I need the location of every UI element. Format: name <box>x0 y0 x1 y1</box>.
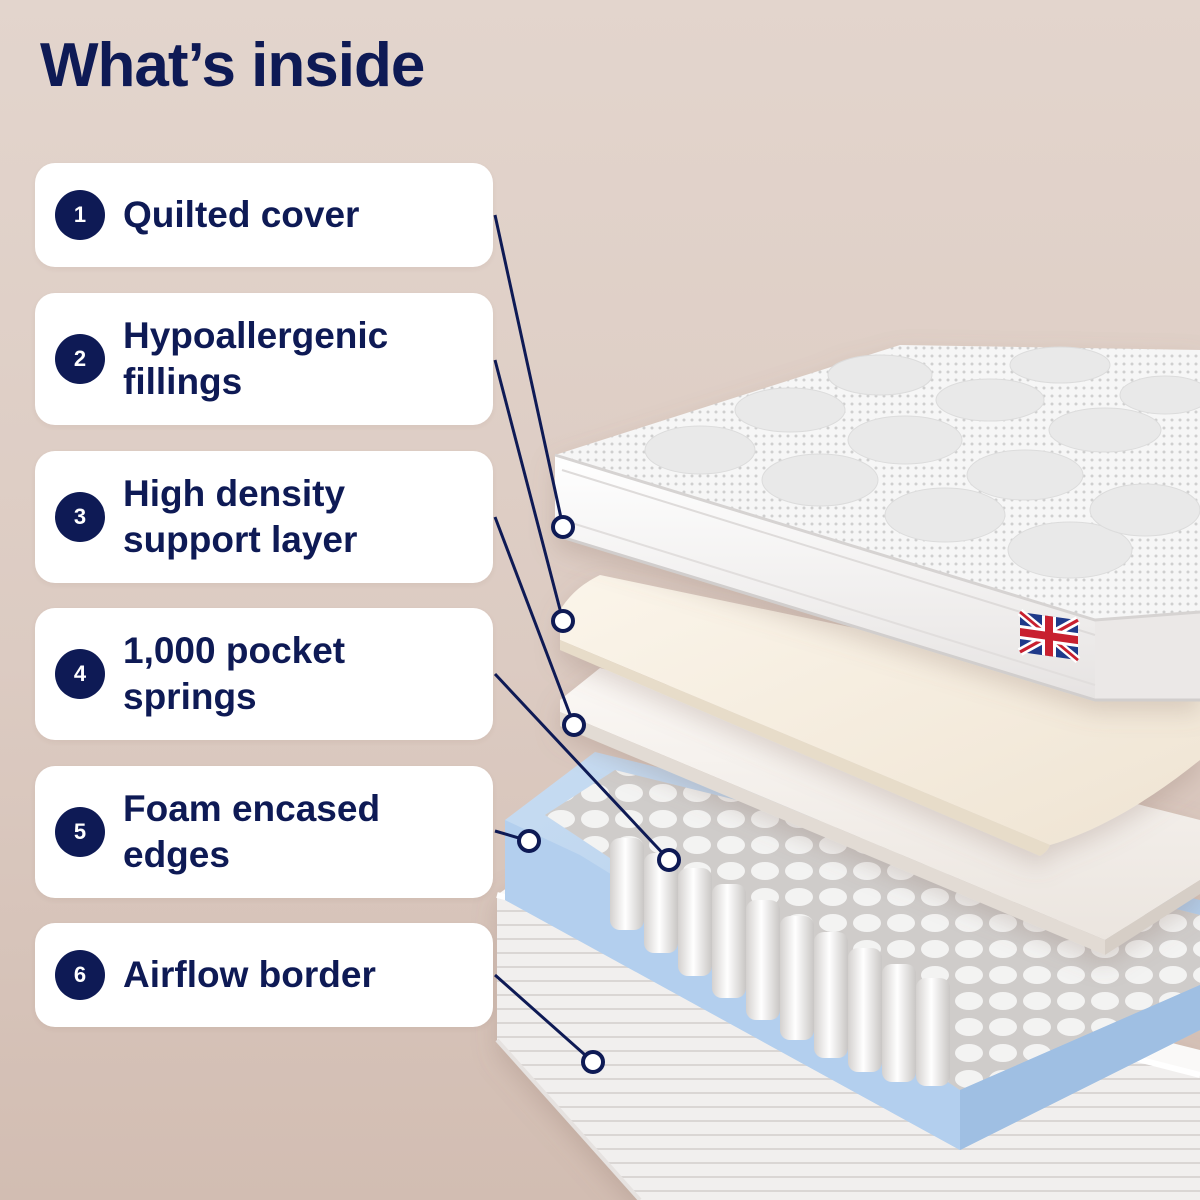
callout-dots <box>517 515 681 1074</box>
callout-line-1 <box>493 214 565 528</box>
callout-dot-icon <box>581 1050 605 1074</box>
callout-dot-icon <box>551 515 575 539</box>
number-badge: 2 <box>55 334 105 384</box>
layer-label: Foam encased edges <box>123 786 473 878</box>
layer-card-pocket-springs: 4 1,000 pocket springs <box>35 608 493 740</box>
callout-line-2 <box>493 359 565 622</box>
number-badge: 1 <box>55 190 105 240</box>
number-badge: 5 <box>55 807 105 857</box>
layer-label: High density support layer <box>123 471 473 563</box>
number-badge: 3 <box>55 492 105 542</box>
fillings-layer <box>560 575 1200 856</box>
page-title: What’s inside <box>40 31 425 100</box>
layer-card-support-layer: 3 High density support layer <box>35 451 493 583</box>
layer-card-airflow-border: 6 Airflow border <box>35 923 493 1027</box>
layer-label: Airflow border <box>123 952 473 998</box>
layer-card-foam-encased-edges: 5 Foam encased edges <box>35 766 493 898</box>
layer-label-line: Hypoallergenic <box>123 315 389 356</box>
pocket-springs-layer <box>545 770 1200 1150</box>
layer-card-quilted-cover: 1 Quilted cover <box>35 163 493 267</box>
callout-dot-icon <box>551 609 575 633</box>
layer-label-line: Quilted cover <box>123 194 360 235</box>
callout-dot-icon <box>517 829 541 853</box>
callout-lines <box>493 214 671 1064</box>
number-badge: 6 <box>55 950 105 1000</box>
callout-line-3 <box>493 516 576 726</box>
callout-dot-icon <box>562 713 586 737</box>
layer-label-line: springs <box>123 676 257 717</box>
layer-card-hypoallergenic-fillings: 2 Hypoallergenic fillings <box>35 293 493 425</box>
union-jack-flag-icon <box>1017 609 1081 664</box>
layer-label-line: High density <box>123 473 346 514</box>
callout-line-4 <box>493 672 671 862</box>
number-badge: 4 <box>55 649 105 699</box>
layer-label-line: Foam encased <box>123 788 381 829</box>
support-layer <box>560 668 1200 955</box>
callout-dot-icon <box>657 848 681 872</box>
layer-label-line: 1,000 pocket <box>123 630 346 671</box>
layer-label-line: edges <box>123 834 230 875</box>
layer-label-line: support layer <box>123 519 358 560</box>
quilted-cover-layer <box>554 345 1200 702</box>
callout-line-6 <box>494 973 594 1064</box>
layer-label: Hypoallergenic fillings <box>123 313 473 405</box>
layer-label: Quilted cover <box>123 192 473 238</box>
layer-label-line: fillings <box>123 361 243 402</box>
layer-label-line: Airflow border <box>123 954 376 995</box>
layer-label: 1,000 pocket springs <box>123 628 473 720</box>
